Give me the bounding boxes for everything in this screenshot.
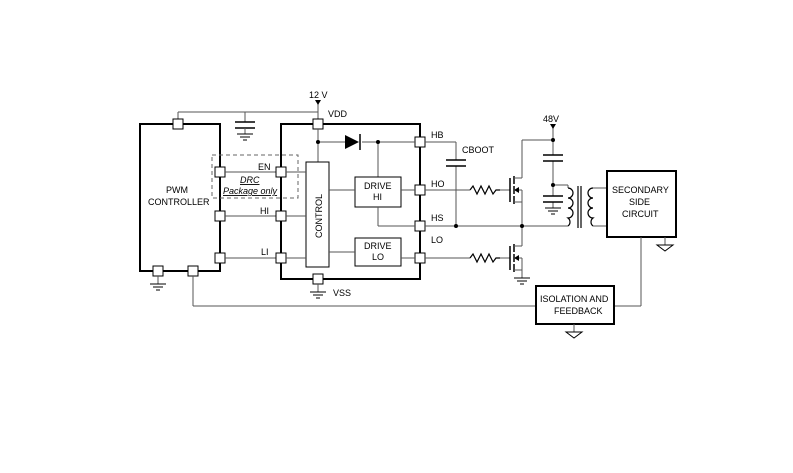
vdd-pin [312, 118, 324, 130]
drive-lo-label-line2: LO [372, 252, 384, 262]
control-label: CONTROL [314, 194, 324, 238]
hi-pin [275, 210, 287, 222]
ho-pin [414, 184, 426, 196]
drc-package-only-region [211, 154, 299, 199]
hs-pin [414, 220, 426, 232]
supply-12v-wiring [177, 104, 319, 124]
drive-hi-label-line2: HI [373, 192, 382, 202]
en-pin [275, 166, 287, 178]
pwm-gnd-pin [152, 265, 164, 277]
secondary-label-line2: SIDE [629, 197, 650, 207]
bootstrap-diode-icon [345, 134, 361, 150]
isolation-label-line1: ISOLATION AND [540, 294, 609, 304]
ground-triangle-icon [655, 244, 675, 252]
control-block [305, 161, 330, 268]
lo-pin-label: LO [431, 235, 443, 245]
pwm-controller-label-line2: CONTROLLER [148, 197, 210, 207]
en-pin-label: EN [258, 162, 271, 172]
internal-driver-wires [286, 171, 415, 259]
bootstrap-capacitor [446, 159, 466, 167]
feedback-wire [192, 276, 536, 307]
supply-48v-label: 48V [543, 114, 559, 124]
ho-pin-label: HO [431, 179, 445, 189]
vss-pin [312, 273, 324, 285]
cboot-label: CBOOT [462, 145, 495, 155]
high-side-gate-resistor [469, 184, 500, 196]
secondary-side-circuit-block [606, 170, 677, 238]
bootstrap-path [317, 129, 415, 177]
low-side-mosfet-icon [500, 244, 523, 272]
supply-12v-arrow-icon [315, 100, 321, 105]
pwm-controller-label-line1: PWM [166, 185, 188, 195]
ground-icon [514, 277, 530, 285]
high-side-mosfet-icon [500, 176, 523, 204]
ground-triangle-icon [564, 331, 584, 339]
li-pin [275, 252, 287, 264]
pwm-fb-pin [187, 265, 199, 277]
supply-12v-label: 12 V [309, 90, 328, 100]
pwm-en-pin [214, 166, 226, 178]
hb-pin [414, 136, 426, 148]
pwm-vcc-pin [172, 118, 184, 130]
ground-icon [310, 291, 326, 299]
li-pin-label: LI [261, 247, 269, 257]
pwm-li-pin [214, 252, 226, 264]
hi-pin-label: HI [260, 206, 269, 216]
vdd-bypass-capacitor [235, 121, 255, 134]
low-side-gate-resistor [469, 252, 500, 264]
vdd-label: VDD [328, 109, 348, 119]
input-capacitor-upper [543, 154, 563, 162]
ground-icon [545, 207, 561, 215]
hb-pin-label: HB [431, 130, 444, 140]
transformer-icon [566, 185, 607, 228]
isolation-feedback-block [535, 285, 615, 325]
isolation-label-line2: FEEDBACK [554, 306, 603, 316]
package-only-label: Package only [223, 186, 278, 196]
hs-pin-label: HS [431, 213, 444, 223]
ground-icon [237, 133, 253, 141]
drc-label: DRC [240, 175, 260, 185]
hb-hs-wires [425, 141, 522, 259]
secondary-label-line3: CIRCUIT [622, 209, 659, 219]
vss-pin-label: VSS [333, 288, 351, 298]
supply-48v-arrow-icon [550, 124, 556, 129]
pwm-hi-pin [214, 210, 226, 222]
drive-hi-label-line1: DRIVE [364, 181, 392, 191]
control-signal-wires [225, 171, 276, 259]
drive-lo-block [354, 237, 402, 267]
input-capacitor-lower [543, 195, 563, 203]
half-bridge-rail [521, 128, 568, 278]
lo-pin [414, 252, 426, 264]
drive-lo-label-line1: DRIVE [364, 241, 392, 251]
ground-icon [150, 283, 166, 291]
secondary-label-line1: SECONDARY [612, 185, 669, 195]
